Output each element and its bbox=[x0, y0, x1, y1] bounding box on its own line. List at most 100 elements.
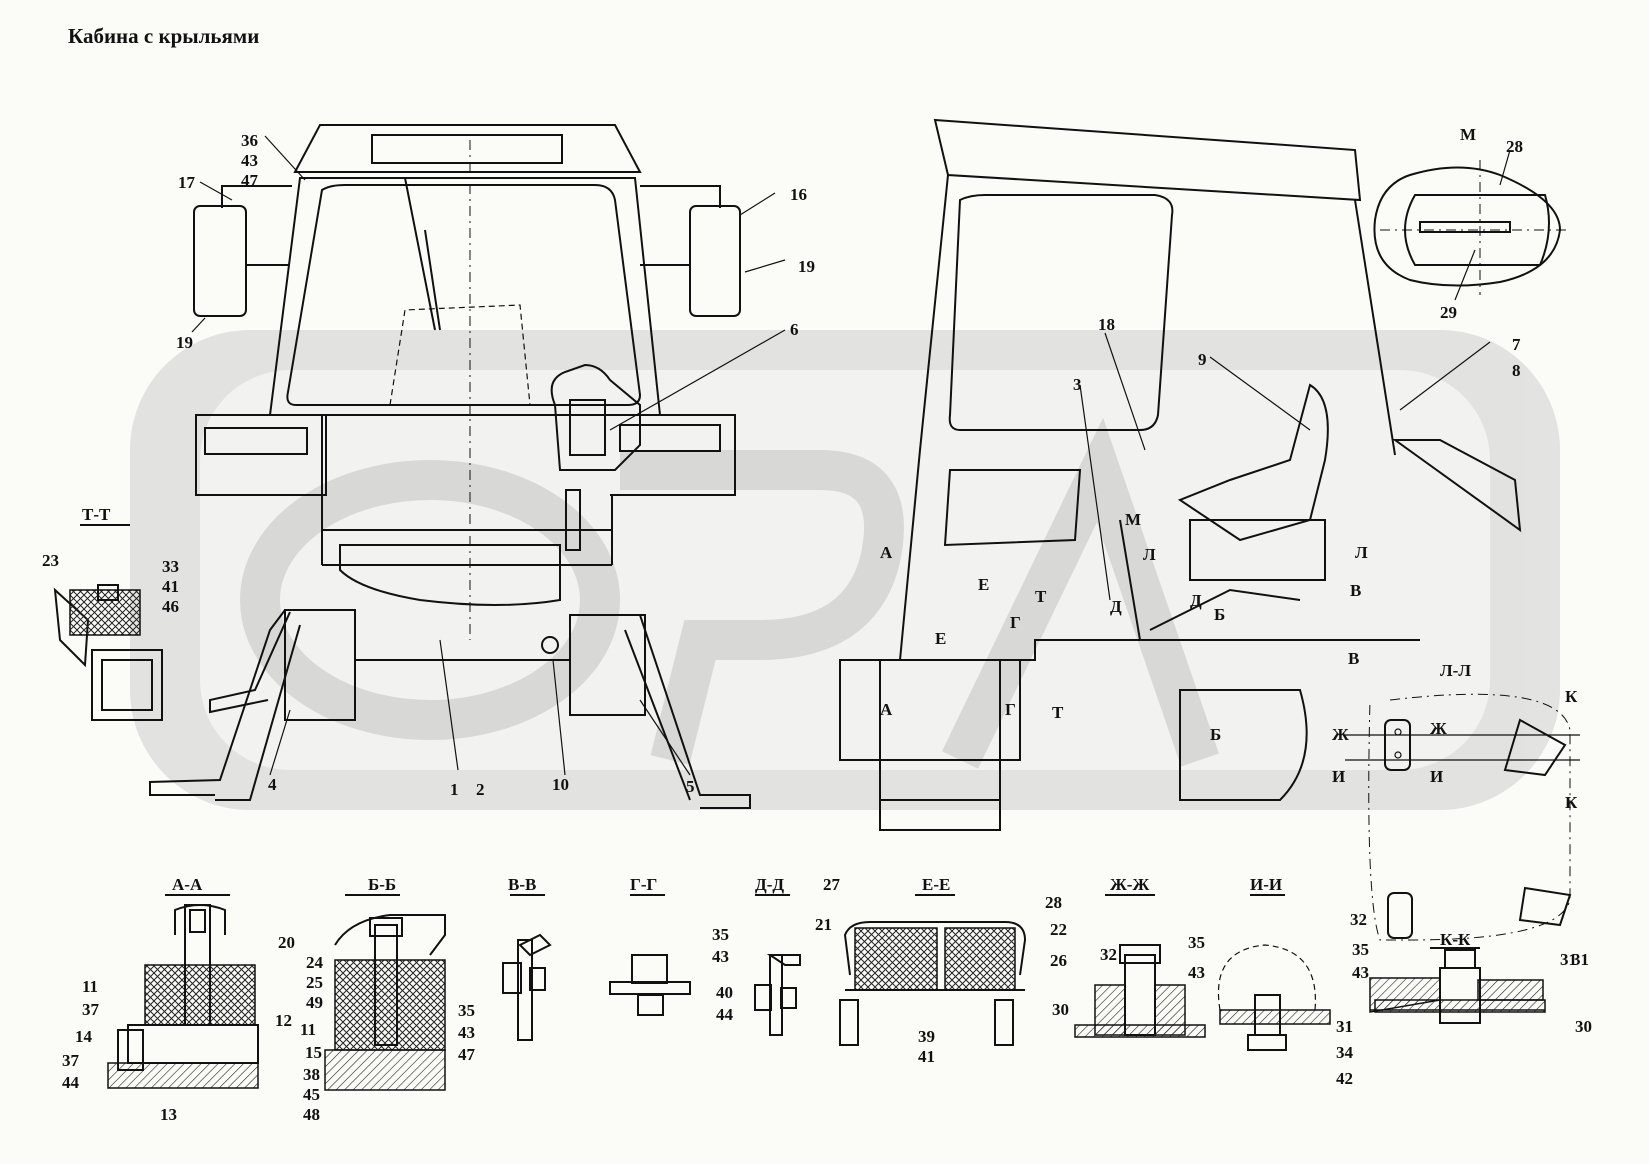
callout-48: 48 bbox=[303, 1105, 320, 1124]
callout-36: 36 bbox=[241, 131, 258, 150]
mark-a-top: А bbox=[880, 543, 893, 562]
callout-41-ee: 41 bbox=[918, 1047, 935, 1066]
mark-d-left: Д bbox=[1110, 597, 1122, 616]
callout-46: 46 bbox=[162, 597, 179, 616]
callout-37-a: 37 bbox=[82, 1000, 100, 1019]
callout-43-vv: 43 bbox=[458, 1023, 475, 1042]
callout-49: 49 bbox=[306, 993, 323, 1012]
callout-13: 13 bbox=[160, 1105, 177, 1124]
callout-22: 22 bbox=[1050, 920, 1067, 939]
callout-35-kk: 35 bbox=[1352, 940, 1369, 959]
callout-19-left: 19 bbox=[176, 333, 193, 352]
callout-32-zh: 32 bbox=[1100, 945, 1117, 964]
callout-4: 4 bbox=[268, 775, 277, 794]
callout-38: 38 bbox=[303, 1065, 320, 1084]
mark-e-bottom: Е bbox=[935, 629, 946, 648]
callout-12: 12 bbox=[275, 1011, 292, 1030]
callout-16: 16 bbox=[790, 185, 807, 204]
callout-14: 14 bbox=[75, 1027, 93, 1046]
callout-23: 23 bbox=[42, 551, 59, 570]
callout-15: 15 bbox=[305, 1043, 322, 1062]
mark-t-top: Т bbox=[1035, 587, 1047, 606]
section-d-d bbox=[754, 894, 801, 1036]
view-k-k bbox=[1369, 947, 1546, 1024]
section-g-g bbox=[609, 894, 691, 1016]
mark-t-bottom: Т bbox=[1052, 703, 1064, 722]
callout-31-ll: 31 bbox=[1572, 950, 1589, 969]
mark-l-left: Л bbox=[1143, 545, 1156, 564]
callout-32-ll: 32 bbox=[1350, 910, 1367, 929]
section-v-v bbox=[502, 894, 552, 1041]
view-t-t bbox=[53, 524, 163, 721]
callout-43-dd: 43 bbox=[712, 947, 729, 966]
callout-18: 18 bbox=[1098, 315, 1115, 334]
callout-30-zh: 30 bbox=[1052, 1000, 1069, 1019]
callout-10: 10 bbox=[552, 775, 569, 794]
section-e-e-label: Е-Е bbox=[922, 875, 950, 894]
callout-42: 42 bbox=[1336, 1069, 1353, 1088]
callout-37-b: 37 bbox=[62, 1051, 80, 1070]
mark-k-bottom: К bbox=[1565, 793, 1578, 812]
callout-26: 26 bbox=[1050, 951, 1067, 970]
mark-v-bottom: В bbox=[1348, 649, 1359, 668]
callout-47: 47 bbox=[241, 171, 259, 190]
view-t-t-label: Т-Т bbox=[82, 505, 111, 524]
callout-27: 27 bbox=[823, 875, 841, 894]
callout-34: 34 bbox=[1336, 1043, 1354, 1062]
view-m bbox=[1373, 149, 1570, 301]
mark-g-bottom: Г bbox=[1005, 700, 1016, 719]
section-i-i bbox=[1217, 894, 1331, 1051]
callout-30-kk: 30 bbox=[1575, 1017, 1592, 1036]
callout-31-kk: 31 bbox=[1560, 950, 1577, 969]
mark-a-bottom: А bbox=[880, 700, 893, 719]
section-b-b-label: Б-Б bbox=[368, 875, 396, 894]
mark-zh-right: Ж bbox=[1430, 719, 1447, 738]
section-zh-zh-label: Ж-Ж bbox=[1110, 875, 1149, 894]
section-a-a bbox=[107, 894, 259, 1089]
callout-6: 6 bbox=[790, 320, 799, 339]
view-l-l-label: Л-Л bbox=[1440, 661, 1471, 680]
callout-11-aa: 11 bbox=[82, 977, 98, 996]
section-d-d-label: Д-Д bbox=[755, 875, 784, 894]
callout-5: 5 bbox=[686, 777, 695, 796]
callout-40: 40 bbox=[716, 983, 733, 1002]
callout-3: 3 bbox=[1073, 375, 1082, 394]
mark-l-right: Л bbox=[1355, 543, 1368, 562]
callout-25: 25 bbox=[306, 973, 323, 992]
callout-35-dd: 35 bbox=[712, 925, 729, 944]
view-l-l bbox=[1345, 693, 1580, 941]
callout-45: 45 bbox=[303, 1085, 320, 1104]
callout-35-vv: 35 bbox=[458, 1001, 475, 1020]
cab-side-view bbox=[839, 118, 1522, 831]
callout-28-m: 28 bbox=[1506, 137, 1523, 156]
callout-19-right: 19 bbox=[798, 257, 815, 276]
mark-k-top: К bbox=[1565, 687, 1578, 706]
cab-front-view bbox=[149, 124, 786, 809]
callout-8: 8 bbox=[1512, 361, 1521, 380]
callout-21: 21 bbox=[815, 915, 832, 934]
callout-9: 9 bbox=[1198, 350, 1207, 369]
section-i-i-label: И-И bbox=[1250, 875, 1282, 894]
callout-44-aa: 44 bbox=[62, 1073, 80, 1092]
callout-31-ii: 31 bbox=[1336, 1017, 1353, 1036]
callout-39: 39 bbox=[918, 1027, 935, 1046]
callout-35-zh: 35 bbox=[1188, 933, 1205, 952]
view-k-k-label: К-К bbox=[1440, 930, 1471, 949]
mark-b-bottom: Б bbox=[1210, 725, 1221, 744]
section-g-g-label: Г-Г bbox=[630, 875, 657, 894]
callout-labels: 36 43 47 17 16 19 19 6 4 1 2 10 5 18 3 9… bbox=[42, 125, 1592, 1124]
callout-33: 33 bbox=[162, 557, 179, 576]
mark-d-right: Д bbox=[1190, 591, 1202, 610]
callout-43-kk: 43 bbox=[1352, 963, 1369, 982]
callout-43: 43 bbox=[241, 151, 258, 170]
mark-m: М bbox=[1125, 510, 1141, 529]
mark-v-top: В bbox=[1350, 581, 1361, 600]
mark-i-left: И bbox=[1332, 767, 1345, 786]
view-m-label: М bbox=[1460, 125, 1476, 144]
callout-17: 17 bbox=[178, 173, 196, 192]
callout-41-tt: 41 bbox=[162, 577, 179, 596]
callout-7: 7 bbox=[1512, 335, 1521, 354]
section-b-b bbox=[324, 894, 446, 1091]
